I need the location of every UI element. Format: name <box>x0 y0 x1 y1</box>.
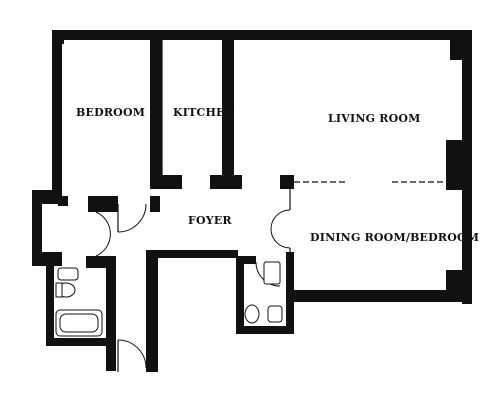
windows <box>62 35 471 270</box>
dining-room-bedroom-label: DINING ROOM/BEDROOM <box>310 231 479 244</box>
foyer-label: FOYER <box>188 214 232 227</box>
kitchen-label: KITCHEN <box>173 106 235 119</box>
living-room-label: LIVING ROOM <box>328 112 421 125</box>
bedroom-label: BEDROOM <box>76 106 145 119</box>
partitions <box>161 40 446 292</box>
bath-fixtures <box>55 261 283 337</box>
room-labels: BEDROOM KITCHEN LIVING ROOM FOYER DINING… <box>76 106 479 244</box>
doors <box>95 203 291 372</box>
walls <box>32 30 472 372</box>
